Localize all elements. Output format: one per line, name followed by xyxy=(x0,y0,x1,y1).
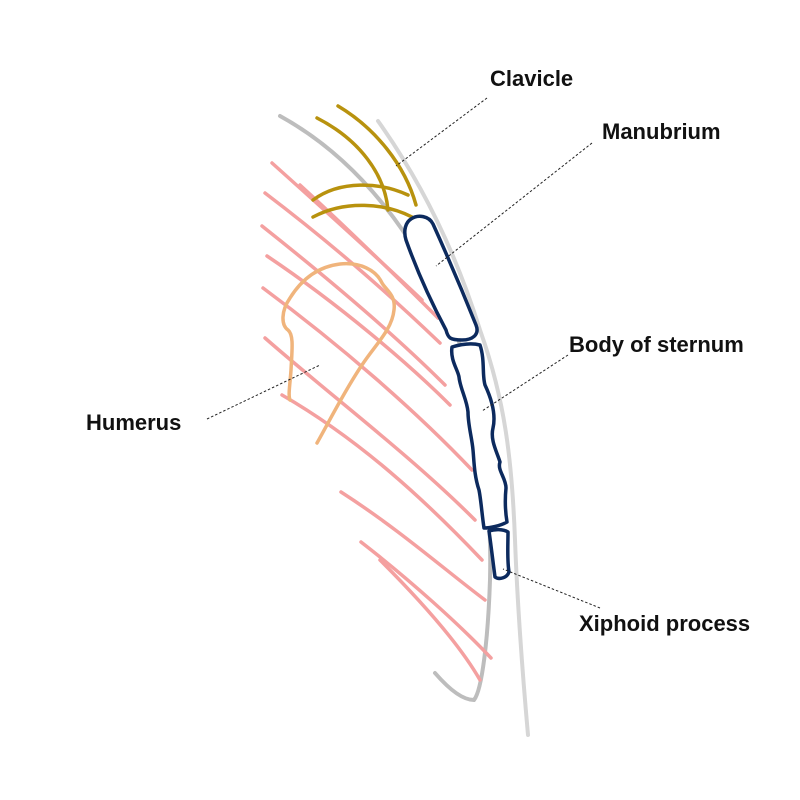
clavicle-line xyxy=(336,104,418,207)
rib-line xyxy=(298,183,440,320)
rib-line xyxy=(263,336,477,522)
rib-line xyxy=(261,286,474,472)
humerus-leader-line xyxy=(206,364,321,420)
ribs xyxy=(260,161,493,682)
rib-line xyxy=(359,540,493,660)
manubrium-label: Manubrium xyxy=(602,119,721,144)
rib-line xyxy=(265,254,452,407)
body-outline-inner xyxy=(278,114,493,703)
rib-line xyxy=(280,393,484,562)
xiphoid-process-label: Xiphoid process xyxy=(579,611,751,636)
xiphoid-process-bone xyxy=(487,527,511,581)
body-of-sternum-bone xyxy=(449,342,509,530)
clavicle-bone xyxy=(311,104,418,219)
body-of-sternum-label: Body of sternum xyxy=(569,332,744,357)
clavicle-line xyxy=(311,203,414,219)
rib-line xyxy=(260,224,447,387)
body-of-sternum-leader-line xyxy=(481,354,569,412)
sternum xyxy=(403,214,511,581)
rib-line xyxy=(263,191,442,345)
rib-line xyxy=(339,490,487,602)
body-outline-outer xyxy=(376,119,530,737)
rib-line xyxy=(378,558,482,682)
clavicle-label: Clavicle xyxy=(490,66,574,91)
leader-lines xyxy=(206,97,601,609)
humerus-outline xyxy=(281,261,396,445)
clavicle-line xyxy=(311,183,410,202)
xiphoid-process-leader-line xyxy=(502,568,601,609)
manubrium-bone xyxy=(403,214,479,342)
clavicle-line xyxy=(315,116,390,212)
humerus-label: Humerus xyxy=(86,410,182,435)
clavicle-leader-line xyxy=(395,97,488,167)
manubrium-leader-line xyxy=(435,142,593,267)
